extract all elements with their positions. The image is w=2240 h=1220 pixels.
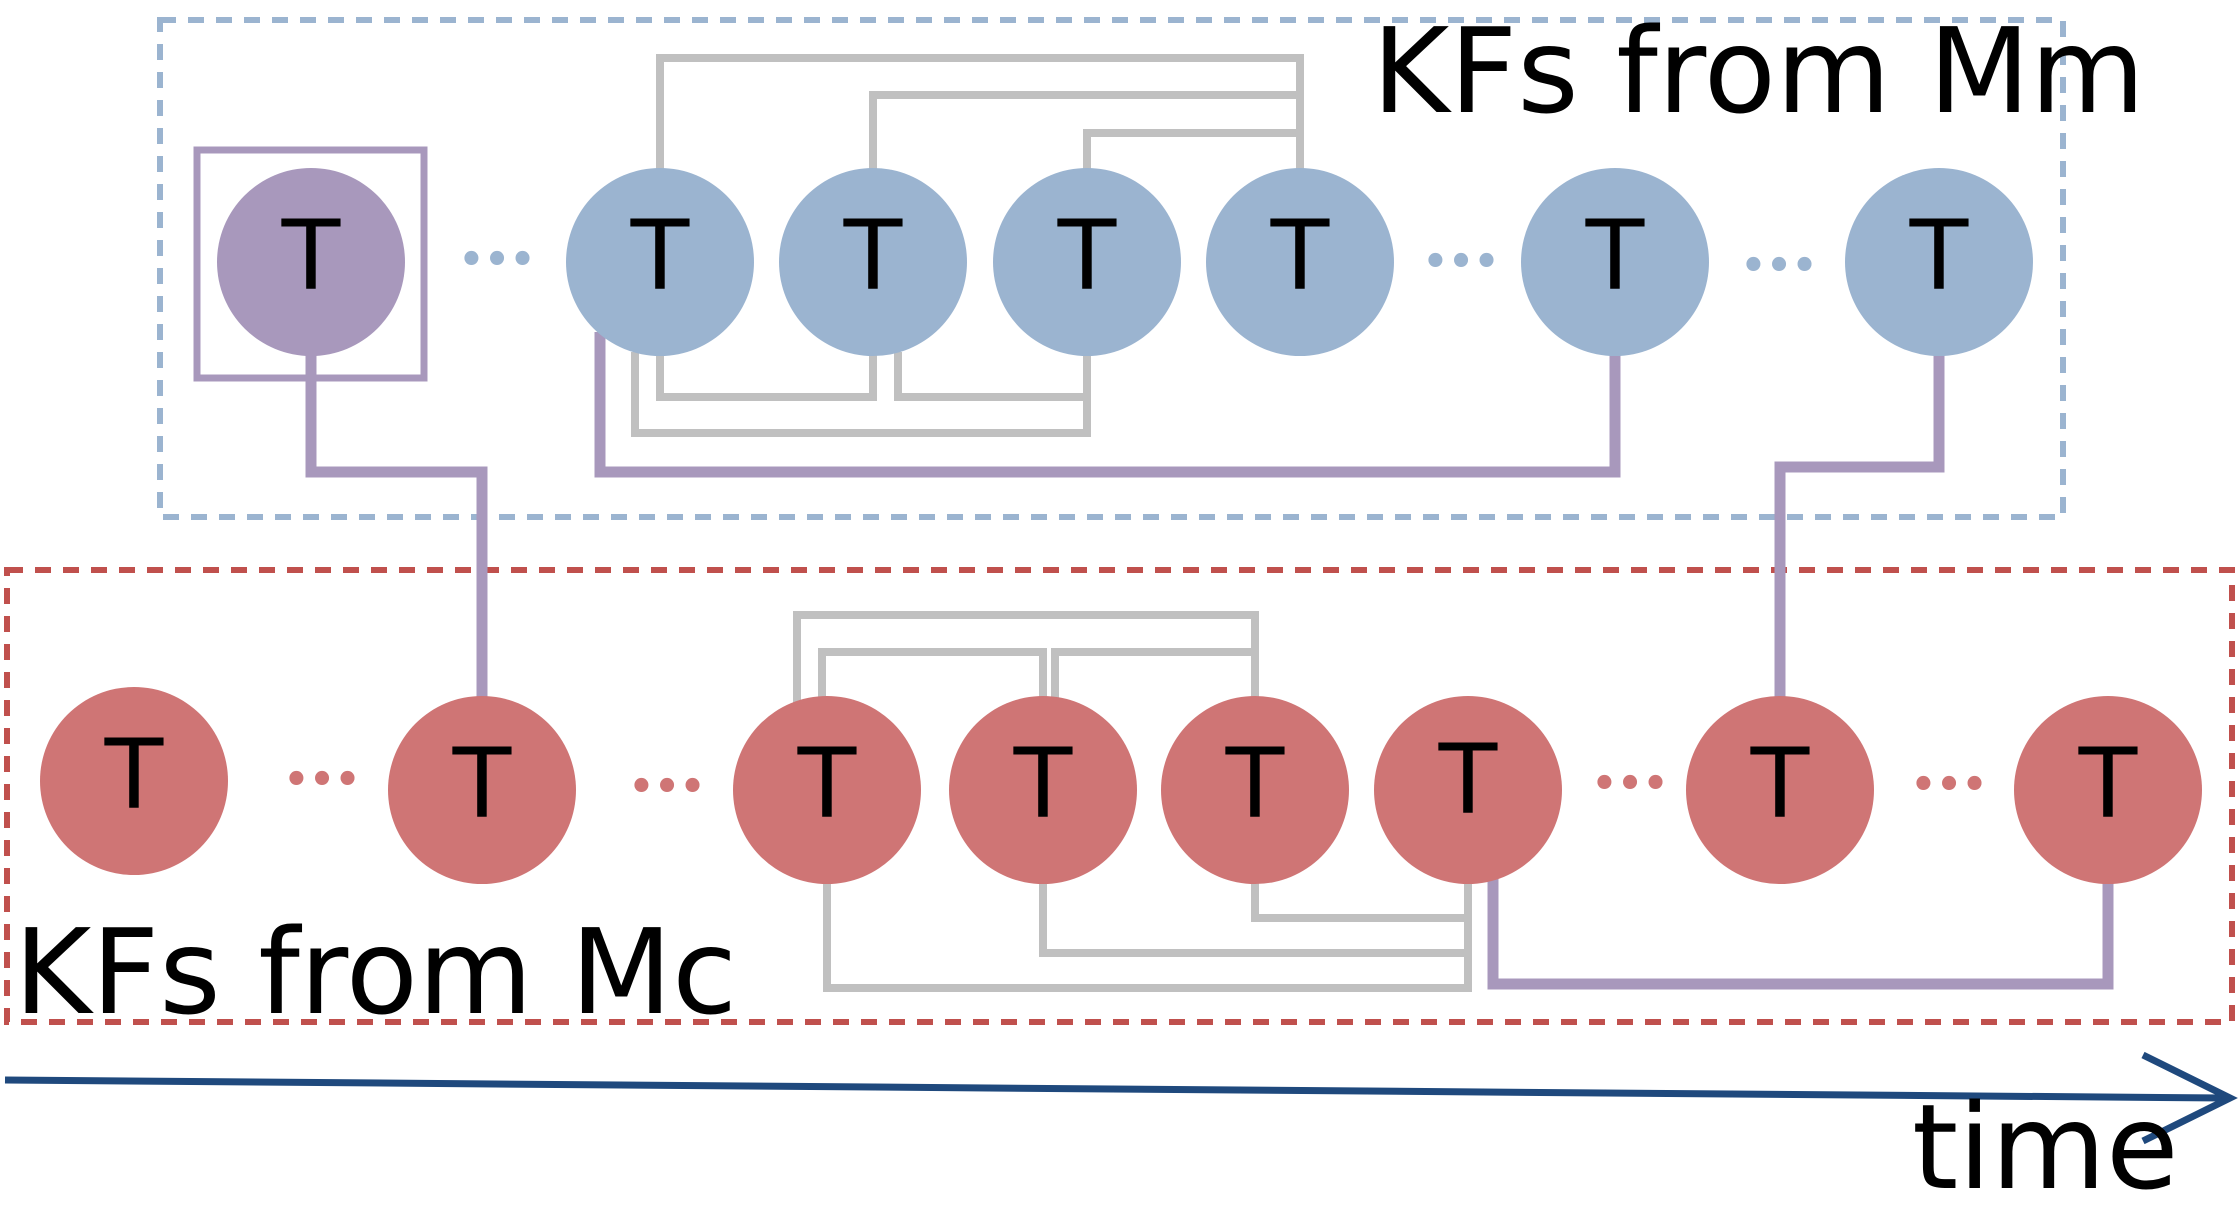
mm-keyframe: T xyxy=(1521,168,1709,356)
mm-keyframe: T xyxy=(566,168,754,356)
mc-covisibility-edges xyxy=(793,611,1472,992)
mc-keyframe-label: T xyxy=(1225,728,1285,840)
mc-keyframe-label: T xyxy=(452,728,512,840)
mc-group-border xyxy=(4,567,2235,1025)
mm-keyframe-label: T xyxy=(1057,200,1117,312)
mc-keyframe: T xyxy=(1374,696,1562,884)
mc-keyframes: T T T T T T T T xyxy=(40,687,2202,884)
mm-group-border xyxy=(157,17,2066,520)
mc-keyframe-label: T xyxy=(797,728,857,840)
mc-ellipsis: ••• xyxy=(629,764,706,810)
mm-keyframe-label: T xyxy=(630,200,690,312)
mm-ellipsis: ••• xyxy=(1423,239,1500,285)
selected-keyframe-box xyxy=(193,146,428,382)
mc-ellipsis: ••• xyxy=(1592,761,1669,807)
mc-ellipsis: ••• xyxy=(284,757,361,803)
time-axis-label: time xyxy=(1912,1078,2179,1216)
mm-ellipsis: ••• xyxy=(1741,243,1818,289)
mm-group-label: KFs from Mm xyxy=(1372,2,2145,140)
mm-keyframe: T xyxy=(779,168,967,356)
mm-keyframes: T T T T T T T xyxy=(217,168,2033,356)
mc-keyframe-label: T xyxy=(1750,728,1810,840)
mm-keyframe-label: T xyxy=(1270,200,1330,312)
mc-keyframe: T xyxy=(2014,696,2202,884)
mc-keyframe-label: T xyxy=(2078,728,2138,840)
mm-keyframe: T xyxy=(993,168,1181,356)
mc-keyframe: T xyxy=(1161,696,1349,884)
mm-keyframe: T xyxy=(217,168,405,356)
mm-ellipsis: ••• xyxy=(459,237,536,283)
mc-keyframe: T xyxy=(733,696,921,884)
mm-keyframe: T xyxy=(1206,168,1394,356)
mm-keyframe: T xyxy=(1845,168,2033,356)
mm-keyframe-label: T xyxy=(1909,200,1969,312)
link-edges xyxy=(305,332,2114,990)
mc-keyframe: T xyxy=(40,687,228,875)
mm-covisibility-edges xyxy=(631,54,1304,437)
mc-ellipsis: ••• xyxy=(1911,762,1988,808)
mc-keyframe: T xyxy=(1686,696,1874,884)
mm-keyframe-label: T xyxy=(281,200,341,312)
mc-keyframe: T xyxy=(388,696,576,884)
mm-ellipses: ••• ••• ••• xyxy=(459,237,1818,289)
mc-keyframe-label: T xyxy=(1438,724,1498,836)
mc-group-label: KFs from Mc xyxy=(14,903,737,1041)
mm-keyframe-label: T xyxy=(843,200,903,312)
mm-keyframe-label: T xyxy=(1585,200,1645,312)
mc-keyframe: T xyxy=(949,696,1137,884)
arrow-icon xyxy=(2141,1051,2238,1145)
mc-keyframe-label: T xyxy=(1013,728,1073,840)
mc-keyframe-label: T xyxy=(104,719,164,831)
mc-ellipses: ••• ••• ••• ••• xyxy=(284,757,1988,810)
time-axis: time xyxy=(4,1051,2238,1216)
